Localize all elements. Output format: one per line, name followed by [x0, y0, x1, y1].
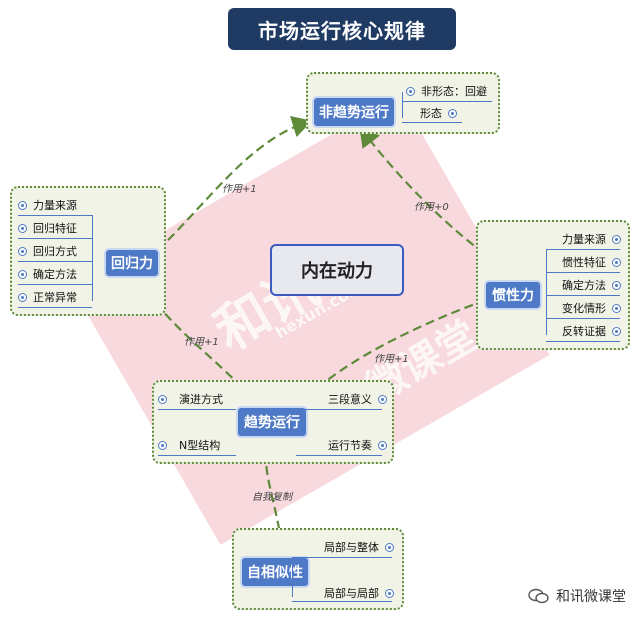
leaf-guan-0: 力量来源	[562, 230, 621, 248]
node-zi[interactable]: 自相似性	[240, 556, 310, 588]
leaf-hui-0: 力量来源	[18, 196, 77, 214]
expand-icon[interactable]	[406, 86, 415, 96]
expand-icon[interactable]	[448, 108, 457, 118]
leaf-hui-2: 回归方式	[18, 242, 77, 260]
node-guan[interactable]: 惯性力	[484, 280, 542, 310]
edge-label-qu-zi: 自我复制	[252, 492, 292, 503]
expand-icon[interactable]	[158, 440, 167, 450]
leaf-guan-4: 反转证据	[562, 322, 621, 340]
leaf-qu-left-1: N型结构	[158, 436, 220, 454]
expand-icon[interactable]	[378, 440, 387, 450]
edge-label-hui-qu: 作用+1	[184, 337, 219, 348]
expand-icon[interactable]	[385, 588, 394, 598]
expand-icon[interactable]	[18, 200, 27, 210]
leaf-fei-0: 非形态：回避	[406, 82, 487, 100]
node-hui[interactable]: 回归力	[104, 248, 160, 278]
brand-footer: 和讯微课堂	[528, 586, 626, 606]
leaf-qu-left-0: 演进方式	[158, 390, 223, 408]
leaf-qu-right-0: 三段意义	[320, 390, 387, 408]
expand-icon[interactable]	[612, 234, 621, 244]
expand-icon[interactable]	[18, 223, 27, 233]
expand-icon[interactable]	[612, 326, 621, 336]
expand-icon[interactable]	[612, 303, 621, 313]
leaf-hui-4: 正常异常	[18, 288, 77, 306]
leaf-fei-1: 形态	[412, 104, 457, 122]
expand-icon[interactable]	[612, 257, 621, 267]
leaf-hui-3: 确定方法	[18, 265, 77, 283]
leaf-guan-1: 惯性特征	[562, 253, 621, 271]
edge-label-hui-fei: 作用+1	[222, 184, 257, 195]
leaf-hui-1: 回归特征	[18, 219, 77, 237]
leaf-qu-right-1: 运行节奏	[320, 436, 387, 454]
leaf-guan-3: 变化情形	[562, 299, 621, 317]
node-fei[interactable]: 非趋势运行	[312, 96, 396, 128]
expand-icon[interactable]	[18, 246, 27, 256]
diagram-title: 市场运行核心规律	[228, 8, 456, 50]
wechat-icon	[528, 588, 550, 604]
leaf-guan-2: 确定方法	[562, 276, 621, 294]
brand-text: 和讯微课堂	[556, 589, 626, 605]
expand-icon[interactable]	[385, 542, 394, 552]
edge-label-guan-qu: 作用+1	[374, 354, 409, 365]
expand-icon[interactable]	[612, 280, 621, 290]
leaf-zi-1: 局部与局部	[324, 584, 394, 602]
edge-label-guan-fei: 作用+0	[414, 202, 449, 213]
expand-icon[interactable]	[18, 269, 27, 279]
expand-icon[interactable]	[158, 394, 167, 404]
expand-icon[interactable]	[378, 394, 387, 404]
leaf-zi-0: 局部与整体	[324, 538, 394, 556]
node-qu[interactable]: 趋势运行	[236, 406, 308, 438]
expand-icon[interactable]	[18, 292, 27, 302]
center-node[interactable]: 内在动力	[270, 244, 404, 296]
edge-hui-to-fei	[157, 116, 313, 251]
